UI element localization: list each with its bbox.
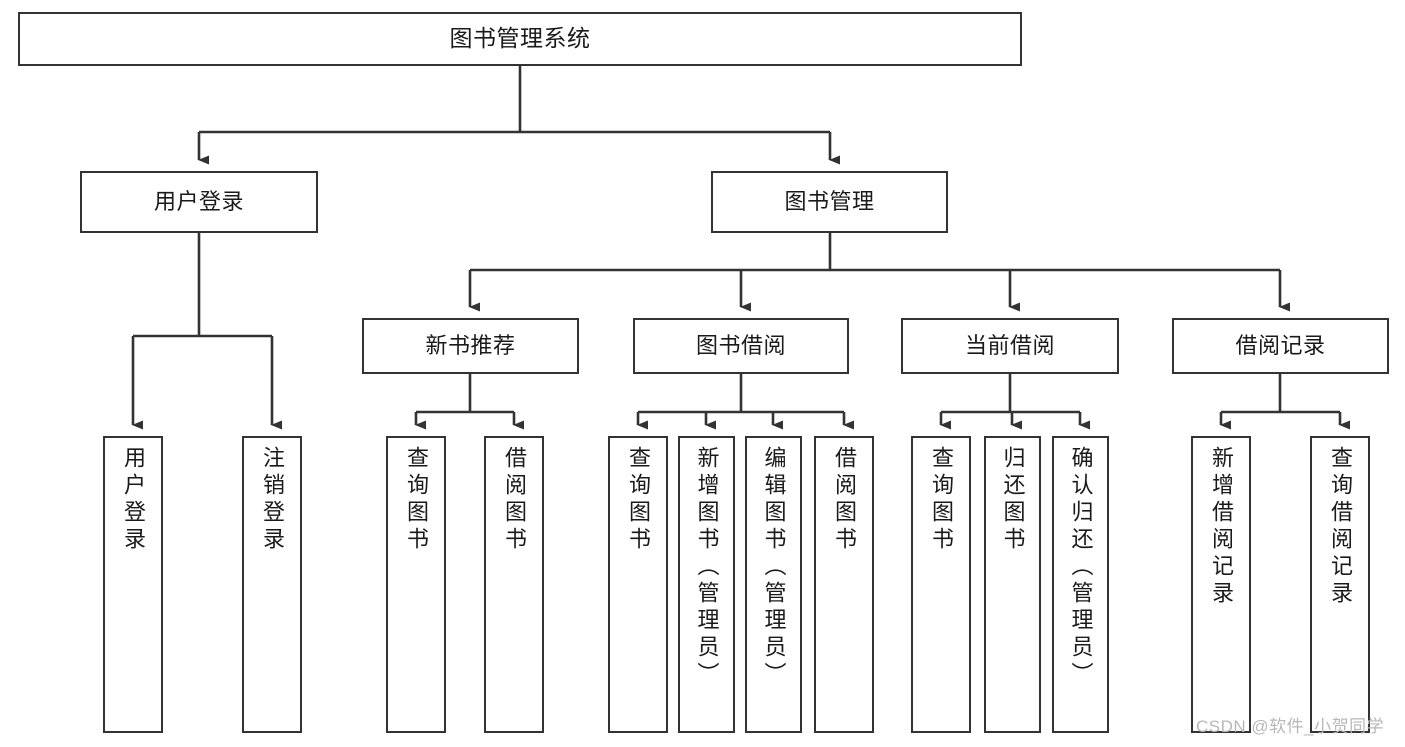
node-user-login[interactable]: 用户登录 — [80, 171, 318, 233]
node-root-system[interactable]: 图书管理系统 — [18, 12, 1022, 66]
node-label: 新增图书（管理员） — [694, 446, 720, 689]
node-leaf-user-login[interactable]: 用户登录 — [103, 436, 163, 733]
node-leaf-edit-book[interactable]: 编辑图书（管理员） — [745, 436, 802, 733]
watermark-text: CSDN @软件_小贺同学 — [1196, 717, 1385, 736]
node-leaf-return-book[interactable]: 归还图书 — [984, 436, 1041, 733]
node-borrow-record[interactable]: 借阅记录 — [1172, 318, 1389, 374]
node-label: 新增借阅记录 — [1209, 446, 1234, 608]
node-book-manage[interactable]: 图书管理 — [711, 171, 948, 233]
node-label: 编辑图书（管理员） — [761, 446, 787, 689]
node-current-borrow[interactable]: 当前借阅 — [901, 318, 1119, 374]
node-leaf-query-book-3[interactable]: 查询图书 — [911, 436, 971, 733]
node-label: 归还图书 — [1000, 446, 1026, 554]
node-leaf-query-book-2[interactable]: 查询图书 — [608, 436, 668, 733]
node-leaf-query-record[interactable]: 查询借阅记录 — [1310, 436, 1370, 733]
node-label: 注销登录 — [260, 446, 285, 554]
node-label: 图书管理系统 — [449, 25, 591, 52]
node-leaf-user-logout[interactable]: 注销登录 — [242, 436, 302, 733]
node-label: 图书借阅 — [695, 332, 786, 358]
node-label: 查询借阅记录 — [1328, 446, 1353, 608]
node-label: 确认归还（管理员） — [1068, 446, 1094, 689]
node-leaf-borrow-book-2[interactable]: 借阅图书 — [814, 436, 874, 733]
node-label: 当前借阅 — [964, 332, 1055, 358]
node-label: 新书推荐 — [425, 332, 516, 358]
node-leaf-add-book[interactable]: 新增图书（管理员） — [678, 436, 735, 733]
node-label: 借阅记录 — [1235, 332, 1326, 358]
node-label: 查询图书 — [626, 446, 651, 554]
node-leaf-borrow-book-1[interactable]: 借阅图书 — [484, 436, 544, 733]
node-label: 查询图书 — [404, 446, 429, 554]
node-leaf-add-record[interactable]: 新增借阅记录 — [1191, 436, 1251, 733]
node-label: 用户登录 — [121, 446, 146, 554]
node-label: 查询图书 — [929, 446, 954, 554]
node-label: 借阅图书 — [502, 446, 527, 554]
node-label: 图书管理 — [784, 188, 875, 214]
node-leaf-confirm-return[interactable]: 确认归还（管理员） — [1052, 436, 1109, 733]
node-leaf-query-book-1[interactable]: 查询图书 — [386, 436, 446, 733]
node-label: 借阅图书 — [832, 446, 857, 554]
node-book-borrow[interactable]: 图书借阅 — [633, 318, 849, 374]
node-new-book-rec[interactable]: 新书推荐 — [362, 318, 579, 374]
node-label: 用户登录 — [153, 188, 244, 214]
